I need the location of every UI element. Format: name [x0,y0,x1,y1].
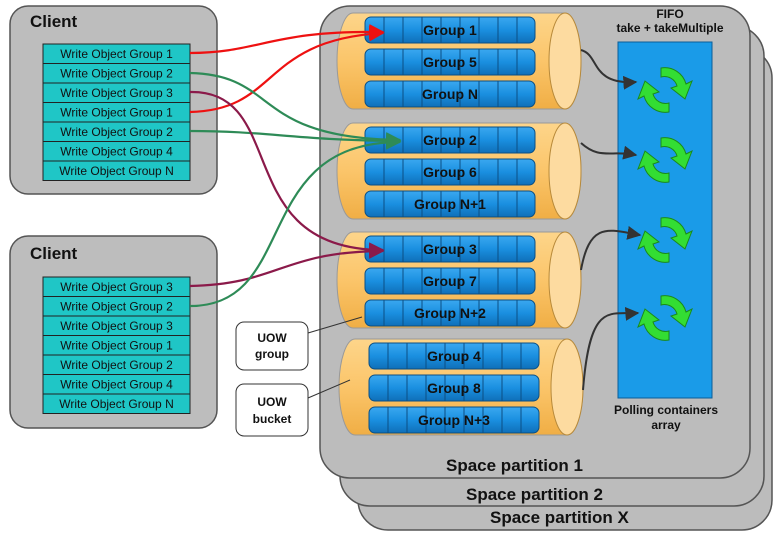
fifo-title-line1: FIFO [656,7,683,21]
uow-bucket-line1: UOW [257,395,287,409]
arrow-client2-group2 [189,134,402,308]
write-arrows [189,24,402,308]
uow-bucket-callout: UOW bucket [235,379,351,437]
group-label: Group N+1 [414,196,486,212]
client-2-row: Write Object Group 1 [60,339,173,353]
group-label: Group 7 [423,273,477,289]
client-2-rows: Write Object Group 3 Write Object Group … [42,276,191,414]
uow-bucket-3: Group 3 Group 7 Group N+2 [336,231,582,329]
bucket-4-cylinders: Group 4 Group 8 Group N+3 [368,342,540,434]
uow-group-callout: UOW group [235,316,363,371]
arrow-client1-group2-b [189,129,402,149]
polling-containers-panel [617,41,713,399]
group-label: Group 3 [423,241,477,257]
uow-group-line1: UOW [257,331,287,345]
fifo-title: FIFO take + takeMultiple [616,7,723,35]
group-label: Group N+3 [418,412,490,428]
arrow-client1-group2-a [189,71,402,148]
client-2-row: Write Object Group 4 [60,378,173,392]
client-1-row: Write Object Group 2 [60,67,173,81]
fifo-title-line2: take + takeMultiple [616,21,723,35]
client-2-row: Write Object Group 2 [60,300,173,314]
space-partition-1-label: Space partition 1 [446,456,583,475]
arrow-client1-group1-b [189,26,385,114]
group-label: Group N+2 [414,305,486,321]
client-1-rows: Write Object Group 1 Write Object Group … [42,43,191,181]
uow-group-line2: group [255,347,289,361]
group-label: Group 6 [423,164,477,180]
polling-label-line1: Polling containers [614,403,718,417]
client-1-row: Write Object Group 1 [60,106,173,120]
group-label: Group 1 [423,22,477,38]
client-2: Client Write Object Group 3 Write Object… [9,235,218,429]
bucket-2-cylinders: Group 2 Group 6 Group N+1 [364,126,536,218]
bucket-3-cylinders: Group 3 Group 7 Group N+2 [364,235,536,327]
uow-bucket-1: Group 1 Group 5 Group N [336,12,582,110]
client-1-row: Write Object Group 2 [60,125,173,139]
uow-bucket-2: Group 2 Group 6 Group N+1 [336,122,582,220]
polling-label-line2: array [651,418,681,432]
arrow-client1-group3 [189,90,385,258]
arrow-bucket4-poll [582,306,640,391]
client-2-row: Write Object Group 2 [60,358,173,372]
client-1-title: Client [30,12,78,31]
arrow-client2-group3 [189,243,385,288]
client-2-row: Write Object Group 3 [60,280,173,294]
group-label: Group 2 [423,132,477,148]
client-1-row: Write Object Group 1 [60,47,173,61]
bucket-1-cylinders: Group 1 Group 5 Group N [364,16,536,108]
group-label: Group 5 [423,54,477,70]
arrow-bucket1-poll [580,49,638,90]
space-partition-2-label: Space partition 2 [466,485,603,504]
client-1-row: Write Object Group 3 [60,86,173,100]
arrow-bucket2-poll [580,142,638,160]
client-2-title: Client [30,244,78,263]
arrow-client1-group1-a [189,24,385,55]
client-1: Client Write Object Group 1 Write Object… [9,5,218,195]
client-1-row: Write Object Group 4 [60,145,173,159]
group-label: Group 4 [427,348,481,364]
polling-arrows [580,49,642,391]
arrow-bucket3-poll [580,226,642,271]
uow-bucket-4: Group 4 Group 8 Group N+3 [338,338,584,436]
client-2-row: Write Object Group 3 [60,319,173,333]
group-label: Group N [422,86,478,102]
group-label: Group 8 [427,380,481,396]
client-1-row: Write Object Group N [59,164,173,178]
uow-bucket-line2: bucket [253,412,292,426]
client-2-row: Write Object Group N [59,397,173,411]
space-partition-x-label: Space partition X [490,508,630,527]
